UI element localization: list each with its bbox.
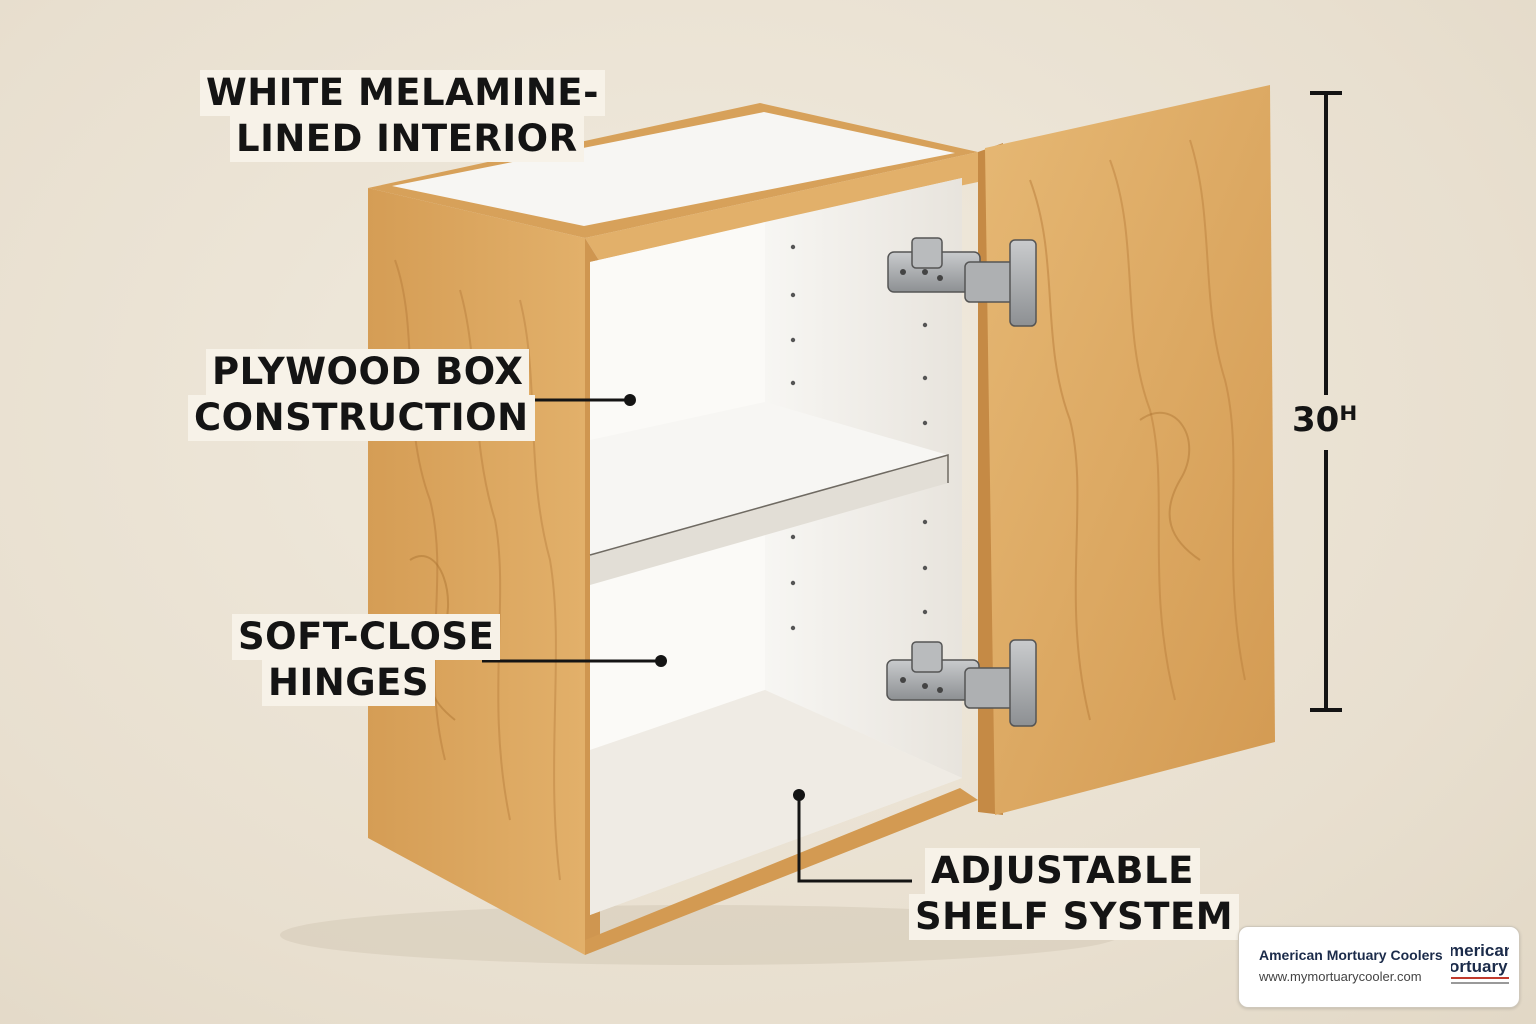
label-melamine-interior: WHITE MELAMINE- LINED INTERIOR xyxy=(200,70,605,162)
brand-logo: merican ortuary xyxy=(1451,941,1509,991)
leader-lines xyxy=(482,394,912,883)
brand-url[interactable]: www.mymortuarycooler.com xyxy=(1259,969,1422,984)
brand-logo-text-1: merican xyxy=(1451,941,1509,960)
label-melamine-line2: LINED INTERIOR xyxy=(230,116,584,162)
brand-name: American Mortuary Coolers xyxy=(1259,947,1443,963)
label-adjustable-shelf: ADJUSTABLE SHELF SYSTEM xyxy=(909,848,1240,940)
brand-logo-rule xyxy=(1451,982,1509,984)
label-shelf-line1: ADJUSTABLE xyxy=(925,848,1200,894)
cabinet-left-side xyxy=(368,188,585,955)
label-soft-close-hinges: SOFT-CLOSE HINGES xyxy=(232,614,501,706)
adjustable-shelf xyxy=(589,402,949,585)
brand-logo-stripe xyxy=(1451,977,1509,979)
cabinet-top xyxy=(368,103,978,238)
height-dimension-label: 30ᴴ xyxy=(1292,400,1358,440)
label-melamine-line1: WHITE MELAMINE- xyxy=(200,70,605,116)
label-hinges-line1: SOFT-CLOSE xyxy=(232,614,501,660)
shelf-pin-holes xyxy=(790,244,928,631)
cabinet-door xyxy=(978,85,1275,815)
brand-badge[interactable]: American Mortuary Coolers www.mymortuary… xyxy=(1238,926,1520,1008)
hinge-bottom xyxy=(886,639,1037,727)
brand-logo-text-2: ortuary xyxy=(1451,957,1508,976)
height-dimension-line xyxy=(1310,91,1342,712)
label-shelf-line2: SHELF SYSTEM xyxy=(909,894,1240,940)
hinge-top xyxy=(887,237,1037,327)
label-hinges-line2: HINGES xyxy=(262,660,435,706)
label-plywood-line2: CONSTRUCTION xyxy=(188,395,535,441)
label-plywood-box: PLYWOOD BOX CONSTRUCTION xyxy=(188,349,535,441)
label-plywood-line1: PLYWOOD BOX xyxy=(206,349,530,395)
